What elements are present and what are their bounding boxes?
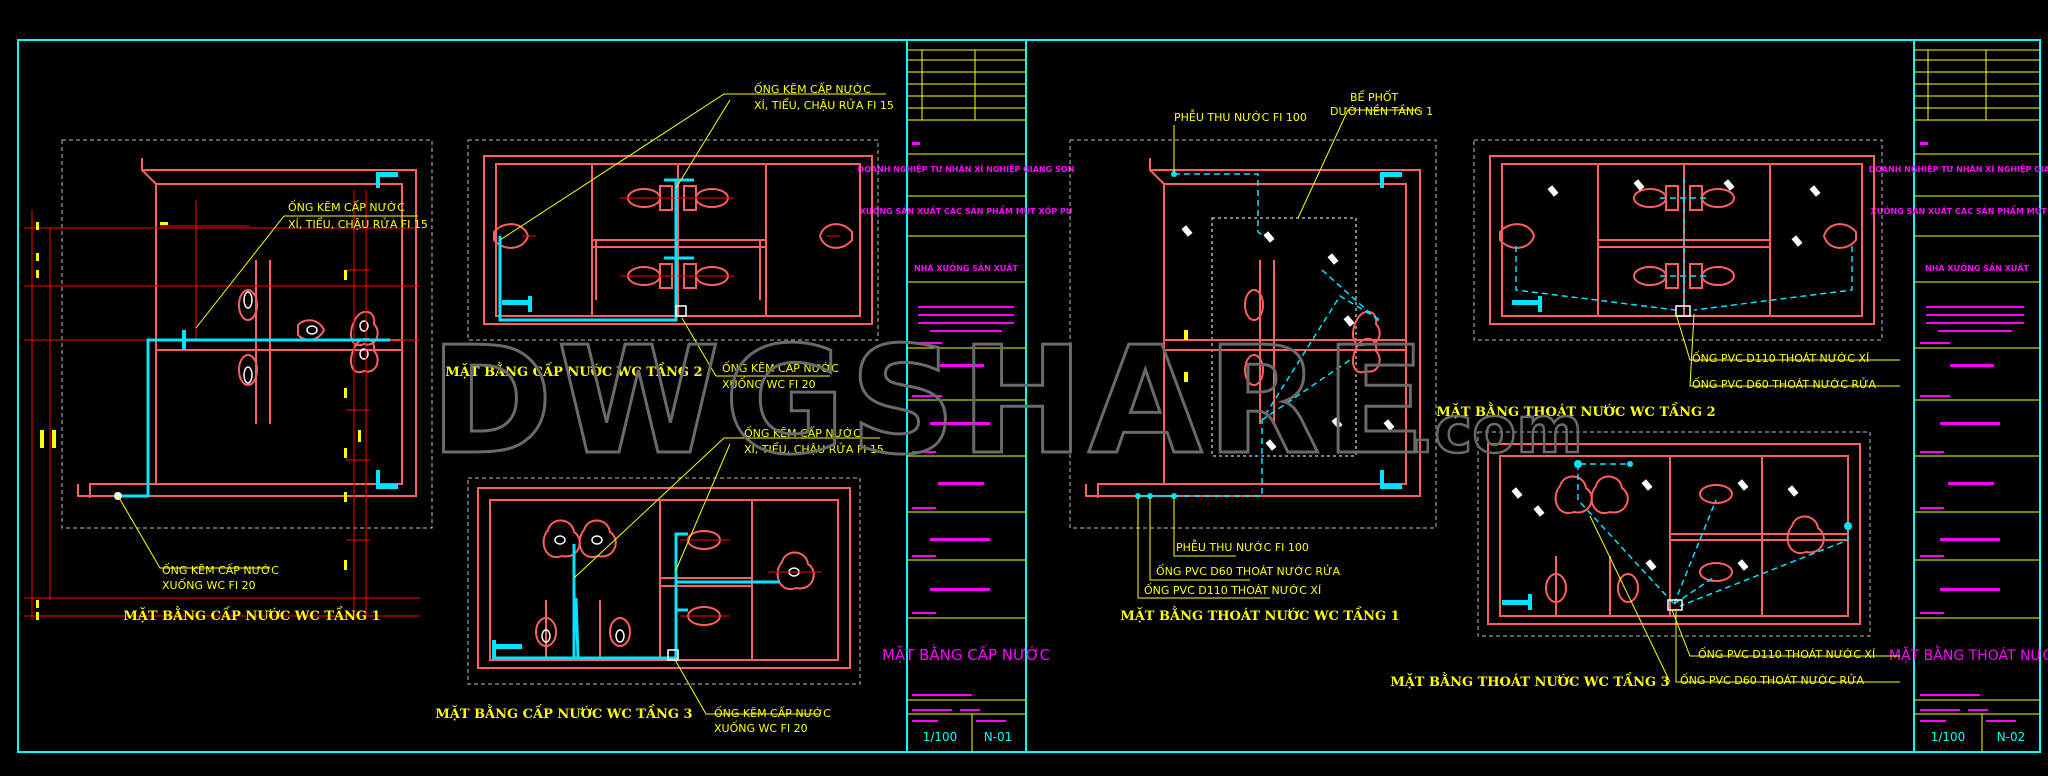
f3-d110-note: ỐNG PVC D110 THOÁT NƯỚC XÍ (1698, 647, 1875, 661)
septic-note-1: BỂ PHỐT (1350, 90, 1399, 104)
titleblock-sheet2: DOANH NGHIỆP TƯ NHÂN XÍ NGHIỆP GIANG SƠN… (1869, 49, 2048, 752)
f3-pipe-note-1: ỐNG KẼM CẤP NƯỚC (744, 426, 861, 440)
f3-pipe-note-2: XÍ, TIỂU, CHẬU RỬA FI 15 (744, 442, 884, 456)
funnel-note-bottom: PHỄU THU NƯỚC FI 100 (1176, 539, 1309, 554)
f1-pipe-note-2: XÍ, TIỂU, CHẬU RỬA FI 15 (288, 217, 428, 231)
item-name-2: NHÀ XƯỞNG SẢN XUẤT (1925, 261, 2030, 273)
sheet-number: N-01 (984, 730, 1013, 744)
funnel-note-top: PHỄU THU NƯỚC FI 100 (1174, 109, 1307, 124)
supply-plan-floor2: ỐNG KẼM CẤP NƯỚC XÍ, TIỂU, CHẬU RỬA FI 1… (445, 82, 894, 391)
company-name-2: DOANH NGHIỆP TƯ NHÂN XÍ NGHIỆP GIANG SƠN (1869, 163, 2048, 174)
drainage-plan-floor3: ỐNG PVC D110 THOÁT NƯỚC XÍ ỐNG PVC D60 T… (1390, 431, 1900, 690)
supply-plan-floor1: ỐNG KẼM CẤP NƯỚC XÍ, TIỂU, CHẬU RỬA FI 1… (24, 139, 433, 624)
f1-down-note-1: ỐNG KẼM CẤP NƯỚC (162, 563, 279, 577)
supply-plan-floor3: ỐNG KẼM CẤP NƯỚC XÍ, TIỂU, CHẬU RỬA FI 1… (435, 426, 884, 735)
f2-down-note-1: ỐNG KẼM CẤP NƯỚC (722, 361, 839, 375)
watermark: DWGSHARE .com (429, 314, 1585, 489)
svg-text:.com: .com (1410, 394, 1583, 468)
drain-title-floor3: MẶT BẰNG THOÁT NƯỚC WC TẦNG 3 (1390, 672, 1669, 690)
titleblock-sheet1: DOANH NGHIỆP TƯ NHÂN XÍ NGHIỆP GIANG SƠN… (858, 49, 1075, 752)
drawing-title: MẶT BẰNG CẤP NƯỚC (882, 643, 1050, 664)
drawing-title-2: MẶT BẰNG THOÁT NƯỚC (1889, 645, 2048, 664)
f1-d60-note: ỐNG PVC D60 THOÁT NƯỚC RỬA (1156, 564, 1341, 578)
f1-pipe-note-1: ỐNG KẼM CẤP NƯỚC (288, 200, 405, 214)
scale-value: 1/100 (923, 730, 958, 744)
drain-title-floor2: MẶT BẰNG THOÁT NƯỚC WC TẦNG 2 (1436, 402, 1715, 420)
f3-down-note-2: XUỐNG WC FI 20 (714, 721, 808, 735)
f2-d60-note: ỐNG PVC D60 THOÁT NƯỚC RỬA (1692, 377, 1877, 391)
f3-d60-note: ỐNG PVC D60 THOÁT NƯỚC RỬA (1680, 673, 1865, 687)
septic-note-2: DƯỚI NỀN TẦNG 1 (1330, 104, 1433, 118)
project-name: XƯỞNG SẢN XUẤT CÁC SẢN PHẨM MÚT XỐP PU (860, 204, 1073, 216)
item-name: NHÀ XƯỞNG SẢN XUẤT (914, 261, 1019, 273)
f2-d110-note: ỐNG PVC D110 THOÁT NƯỚC XÍ (1692, 351, 1869, 365)
company-name: DOANH NGHIỆP TƯ NHÂN XÍ NGHIỆP GIANG SƠN (858, 163, 1075, 174)
plan-title-floor2: MẶT BẰNG CẤP NƯỚC WC TẦNG 2 (445, 362, 702, 380)
f2-pipe-note-2: XÍ, TIỂU, CHẬU RỬA FI 15 (754, 98, 894, 112)
drainage-plan-floor1: PHỄU THU NƯỚC FI 100 BỂ PHỐT DƯỚI NỀN TẦ… (1069, 90, 1437, 624)
drain-title-floor1: MẶT BẰNG THOÁT NƯỚC WC TẦNG 1 (1120, 606, 1399, 624)
project-name-2: XƯỞNG SẢN XUẤT CÁC SẢN PHẨM MÚT XỐP PU (1871, 204, 2048, 216)
sheet-frames (17, 39, 2041, 753)
f1-d110-note: ỐNG PVC D110 THOÁT NƯỚC XÍ (1144, 583, 1321, 597)
scale-value-2: 1/100 (1931, 730, 1966, 744)
sheet-number-2: N-02 (1997, 730, 2026, 744)
f2-down-note-2: XUỐNG WC FI 20 (722, 377, 816, 391)
svg-text:DWGSHARE: DWGSHARE (430, 315, 1430, 487)
f2-pipe-note-1: ỐNG KẼM CẤP NƯỚC (754, 82, 871, 96)
plan-title-floor3: MẶT BẰNG CẤP NƯỚC WC TẦNG 3 (435, 704, 692, 722)
drainage-plan-floor2: ỐNG PVC D110 THOÁT NƯỚC XÍ ỐNG PVC D60 T… (1436, 139, 1900, 420)
plan-title-floor1: MẶT BẰNG CẤP NƯỚC WC TẦNG 1 (123, 606, 380, 624)
f3-down-note-1: ỐNG KẼM CẤP NƯỚC (714, 706, 831, 720)
f1-down-note-2: XUỐNG WC FI 20 (162, 578, 256, 592)
